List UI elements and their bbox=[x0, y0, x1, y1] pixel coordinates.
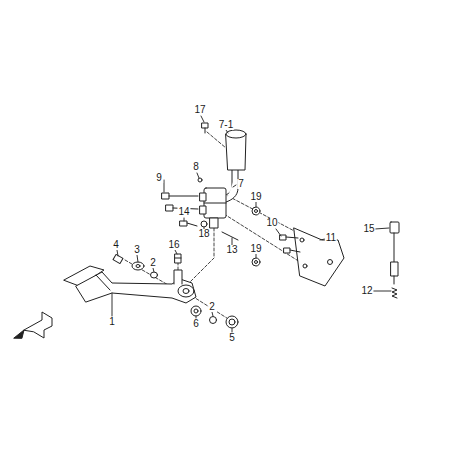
callout-number: 1 bbox=[108, 317, 116, 327]
brake-pedal bbox=[64, 266, 196, 303]
callout-number: 4 bbox=[112, 240, 120, 250]
callout-number: 10 bbox=[265, 218, 278, 228]
callout-number: 15 bbox=[362, 224, 375, 234]
mount-plate bbox=[280, 228, 344, 286]
callout-number: 11 bbox=[325, 233, 337, 243]
callout-number: 6 bbox=[192, 319, 200, 329]
pin bbox=[175, 254, 181, 263]
front-arrow-icon bbox=[14, 312, 52, 338]
callout-number: 19 bbox=[249, 244, 262, 254]
callout-number: 14 bbox=[177, 207, 190, 217]
screws-top bbox=[198, 123, 208, 182]
callout-number: 3 bbox=[133, 245, 141, 255]
callout-number: 2 bbox=[208, 302, 216, 312]
brake-switch bbox=[390, 222, 399, 298]
master-cylinder bbox=[200, 130, 246, 228]
callout-number: 17 bbox=[193, 105, 206, 115]
callout-number: 5 bbox=[228, 333, 236, 343]
callout-number: 7 bbox=[237, 179, 245, 189]
callout-number: 16 bbox=[167, 240, 180, 250]
callout-number: 19 bbox=[249, 192, 262, 202]
callout-number: 7-1 bbox=[218, 120, 234, 130]
callout-number: 18 bbox=[197, 229, 210, 239]
nuts bbox=[252, 207, 260, 266]
rod-parts bbox=[180, 221, 238, 240]
callout-number: 8 bbox=[192, 162, 200, 172]
callout-number: 9 bbox=[155, 173, 163, 183]
fasteners-left bbox=[113, 254, 157, 278]
callout-number: 2 bbox=[149, 258, 157, 268]
callout-number: 13 bbox=[225, 245, 238, 255]
callout-number: 12 bbox=[360, 286, 373, 296]
leader-line bbox=[112, 116, 391, 332]
